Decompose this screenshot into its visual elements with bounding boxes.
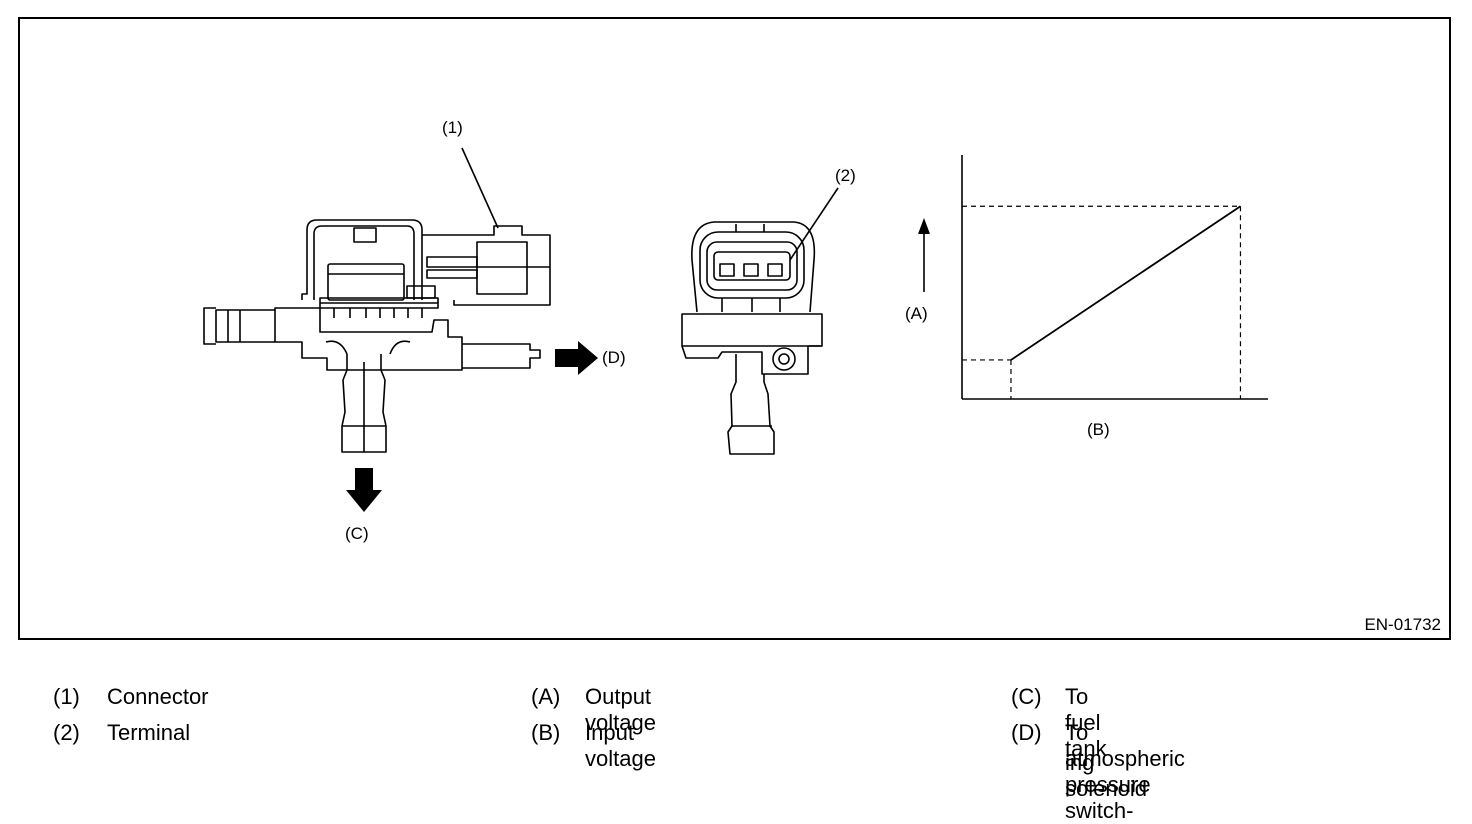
legend-text: Terminal — [107, 720, 191, 745]
legend-key: (D) — [1011, 720, 1042, 745]
callout-1: (1) — [442, 118, 463, 137]
legend-key: (2) — [53, 720, 80, 745]
sensor-side-view — [203, 219, 551, 453]
characteristic-graph — [918, 155, 1268, 400]
figure-artwork — [203, 147, 1268, 512]
legend-key: (B) — [531, 720, 561, 745]
legend-text-continued: ing solenoid — [1065, 750, 1147, 801]
graph-x-label: (B) — [1087, 420, 1110, 439]
legend-text: Connector — [107, 684, 209, 709]
graph-series-line — [1010, 205, 1241, 361]
callout-c: (C) — [345, 524, 369, 543]
arrow-d-icon — [555, 341, 598, 375]
legend-text: To fuel tank — [1065, 684, 1107, 761]
up-arrow-icon — [918, 218, 930, 234]
legend-text: Output voltage — [585, 684, 656, 735]
leader-line-2 — [789, 187, 839, 261]
legend-key: (1) — [53, 684, 80, 709]
graph-y-label: (A) — [905, 304, 928, 323]
callout-2: (2) — [835, 166, 856, 185]
leader-line-1 — [461, 147, 499, 229]
callout-d: (D) — [602, 348, 626, 367]
figure-id: EN-01732 — [1364, 615, 1441, 634]
legend-key: (A) — [531, 684, 561, 709]
legend-text: Input voltage — [585, 720, 656, 771]
figure-frame: (1) (2) (D) (C) (A) (B) EN-01732 — [18, 17, 1451, 640]
legend-key: (C) — [1011, 684, 1042, 709]
arrow-c-icon — [346, 468, 382, 512]
sensor-front-view — [681, 221, 823, 455]
